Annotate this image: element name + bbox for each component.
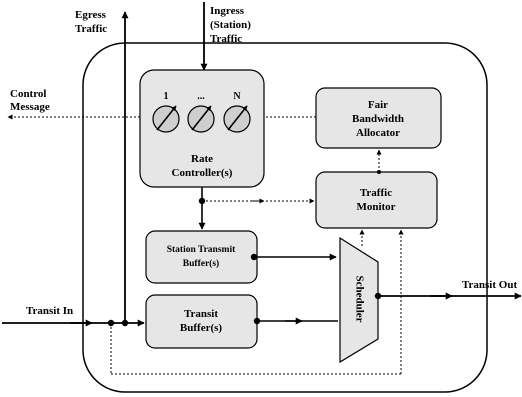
- traffic-monitor-label-line1: Traffic: [360, 187, 392, 199]
- scheduler-block: [339, 236, 379, 364]
- station-transmit-buffer-label-line1: Station Transmit: [167, 245, 236, 255]
- ingress-label-line1: Ingress: [210, 5, 245, 17]
- transit-buffer-label-line2: Buffer(s): [180, 322, 222, 334]
- station-transmit-buffer-label-line2: Buffer(s): [183, 258, 219, 269]
- dial-1: [152, 105, 180, 133]
- transit-out-label: Transit Out: [462, 279, 517, 291]
- monitor-to-allocator-dot: [377, 170, 381, 174]
- transit-buffer-label-line1: Transit: [184, 308, 218, 320]
- rate-controller-label-line1: Rate: [191, 153, 213, 165]
- station-boundary: [82, 42, 488, 393]
- transit-in-label: Transit In: [26, 305, 73, 317]
- transit-out-dot: [374, 292, 382, 300]
- fair-bandwidth-allocator-label-line2: Bandwidth: [352, 113, 404, 125]
- transit-buffer-output-dot: [253, 317, 261, 325]
- transit-in-dot-2: [121, 319, 129, 327]
- traffic-monitor-label-line2: Monitor: [356, 201, 395, 213]
- station-buffer-output-dot: [250, 253, 258, 261]
- control-message-label-line1: Control: [10, 88, 46, 100]
- dial-label-n: N: [233, 91, 241, 102]
- dial-n: [223, 105, 251, 133]
- fair-bandwidth-allocator-label-line1: Fair: [368, 99, 388, 111]
- dial-label-ellipsis: ...: [197, 91, 205, 102]
- ingress-label-line2: (Station): [210, 19, 251, 31]
- dial-2: [187, 105, 215, 133]
- traffic-monitor-block: [315, 171, 438, 229]
- fair-bandwidth-allocator-label-line3: Allocator: [356, 127, 400, 139]
- egress-label-line2: Traffic: [75, 23, 107, 35]
- scheduler-label: Scheduler: [353, 275, 365, 322]
- rate-controller-label-line2: Controller(s): [172, 167, 233, 179]
- control-message-label-line2: Message: [10, 101, 50, 113]
- fair-bandwidth-allocator-block: [315, 87, 442, 149]
- egress-label-line1: Egress: [75, 9, 107, 21]
- ingress-label-line3: Traffic: [210, 33, 242, 45]
- station-transmit-buffer-block: [145, 230, 258, 284]
- dial-label-1: 1: [164, 91, 169, 102]
